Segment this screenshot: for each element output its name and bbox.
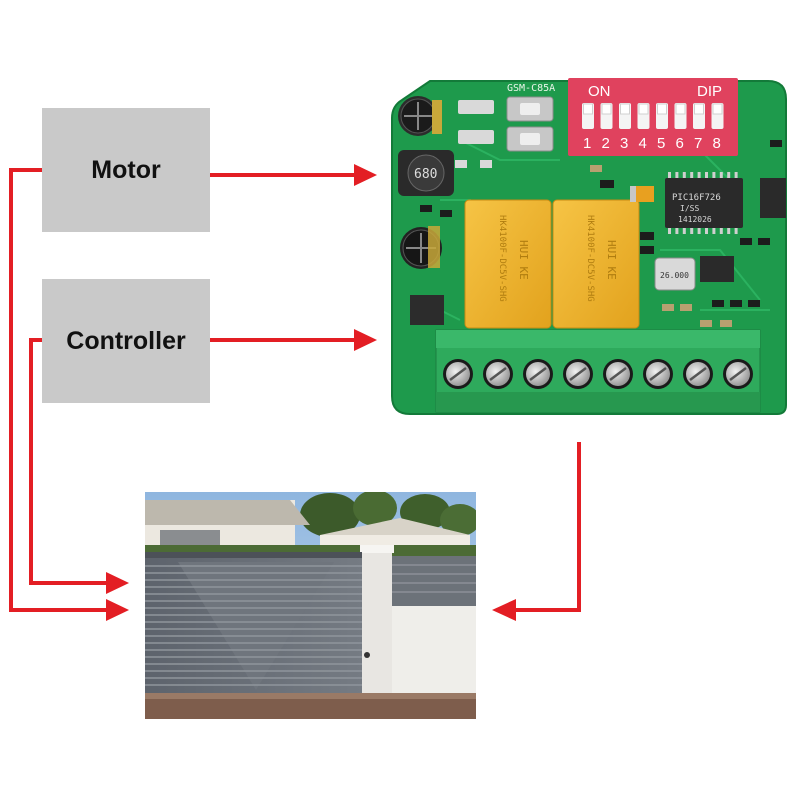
arrowhead-controller-gate bbox=[106, 572, 129, 594]
dip-number-8: 8 bbox=[713, 135, 721, 152]
microcontroller-chip: PIC16F726 I/SS 1412026 bbox=[665, 172, 743, 234]
arrowhead-motor-gate bbox=[106, 599, 129, 621]
terminal-screw-6[interactable] bbox=[643, 359, 673, 389]
board-to-gate-arrow bbox=[514, 442, 579, 610]
terminal-screw-1[interactable] bbox=[443, 359, 473, 389]
arrowhead-controller-board bbox=[354, 329, 377, 351]
motor-to-gate-arrow bbox=[11, 170, 108, 610]
dip-number-4: 4 bbox=[639, 135, 647, 152]
relay-1-marking: HUI KE bbox=[517, 240, 530, 280]
dip-number-7: 7 bbox=[694, 135, 702, 152]
inductor: 680 bbox=[398, 150, 454, 196]
terminal-screw-8[interactable] bbox=[723, 359, 753, 389]
inductor-label: 680 bbox=[414, 167, 437, 182]
terminal-screw-2[interactable] bbox=[483, 359, 513, 389]
capacitor-top bbox=[398, 96, 442, 136]
relay-2-marking: HUI KE bbox=[605, 240, 618, 280]
small-chip-right bbox=[700, 256, 734, 282]
dip-number-5: 5 bbox=[657, 135, 665, 152]
relay-1: HUI KE HK4100F-DC5V-SHG bbox=[465, 200, 551, 328]
dip-on-label: ON bbox=[588, 83, 611, 100]
relay-2: HUI KE HK4100F-DC5V-SHG bbox=[553, 200, 639, 328]
crystal-label: 26.000 bbox=[660, 271, 689, 280]
dip-number-6: 6 bbox=[676, 135, 684, 152]
dip-dip-label: DIP bbox=[697, 83, 722, 100]
edge-chip-right bbox=[760, 178, 786, 218]
terminal-screw-5[interactable] bbox=[603, 359, 633, 389]
crystal-oscillator: 26.000 bbox=[655, 258, 695, 290]
dip-number-1: 1 bbox=[583, 135, 591, 152]
terminal-screw-7[interactable] bbox=[683, 359, 713, 389]
terminal-screw-4[interactable] bbox=[563, 359, 593, 389]
transistor-left bbox=[410, 295, 444, 325]
relay-1-part: HK4100F-DC5V-SHG bbox=[497, 215, 507, 302]
terminal-block bbox=[436, 330, 760, 412]
relay-2-part: HK4100F-DC5V-SHG bbox=[585, 215, 595, 302]
chip-code-label: 1412026 bbox=[678, 215, 712, 224]
board-model-label: GSM-C85A bbox=[507, 83, 555, 94]
gate-photo bbox=[145, 490, 480, 719]
dip-number-3: 3 bbox=[620, 135, 628, 152]
chip-sub-label: I/SS bbox=[680, 204, 699, 213]
arrowhead-motor-board bbox=[354, 164, 377, 186]
terminal-screw-3[interactable] bbox=[523, 359, 553, 389]
controller-to-gate-arrow bbox=[31, 340, 108, 583]
arrowhead-board-gate bbox=[492, 599, 516, 621]
chip-main-label: PIC16F726 bbox=[672, 193, 721, 203]
dip-number-2: 2 bbox=[602, 135, 610, 152]
